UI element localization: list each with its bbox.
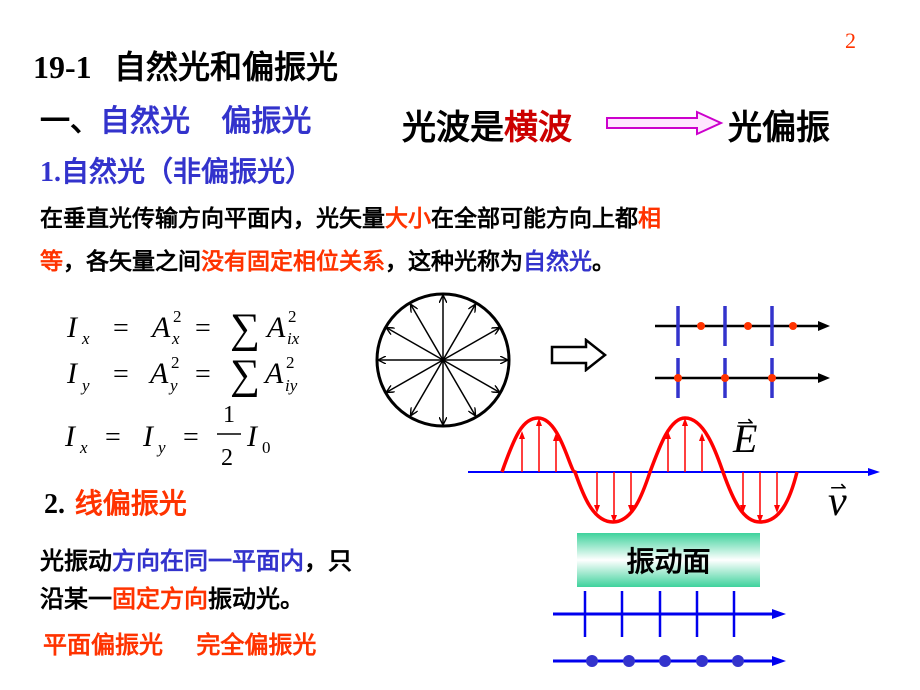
electric-field-label: ⇀ E [733,412,758,461]
subsection-number: 1. [40,157,61,188]
alias-names: 平面偏振光 完全偏振光 [43,625,316,660]
equivalent-arrow-icon [550,338,608,372]
desc-highlight: 相 [638,206,661,232]
desc-text: 在垂直光传输方向平面内，光矢量 [40,206,385,232]
svg-text:x: x [171,329,180,348]
svg-text:y: y [168,376,178,395]
desc-text: 。 [592,249,615,275]
slide-title: 19-1 自然光和偏振光 [33,42,338,88]
linear-desc-line-1: 光振动方向在同一平面内，只 [40,541,352,576]
svg-text:=: = [195,359,211,390]
svg-text:=: = [113,313,129,344]
term-natural-light: 自然光 [100,104,190,139]
desc-text: 在全部可能方向上都 [431,206,638,232]
svg-text:I: I [66,357,79,390]
v-symbol: v [828,479,847,525]
subsection-linear-polarization: 2. 线偏振光 [44,482,187,522]
svg-text:=: = [195,313,211,344]
linear-polarization-wave-diagram [468,416,880,524]
transverse-keyword: 横波 [504,108,572,148]
intensity-formulas: I x = A x 2 = ∑ A ix 2 I y = A y 2 = ∑ A… [64,306,300,471]
transverse-part1: 光波是 [402,108,504,148]
svg-text:0: 0 [262,438,271,457]
vibration-plane-box: 振动面 [577,533,760,587]
svg-text:I: I [64,420,77,453]
velocity-label: ⇀ v [828,477,847,525]
svg-text:A: A [263,357,284,390]
natural-light-decomposition [655,306,830,398]
svg-text:2: 2 [221,445,233,471]
section-heading: 一、自然光 偏振光 [40,96,311,140]
svg-text:∑: ∑ [230,352,260,398]
svg-text:=: = [183,422,199,453]
svg-text:A: A [148,357,169,390]
description-line-1: 在垂直光传输方向平面内，光矢量大小在全部可能方向上都相 [40,199,661,233]
desc-highlight: 方向在同一平面内 [112,547,304,575]
transverse-statement: 光波是横波 [402,100,572,149]
svg-text:ix: ix [287,329,300,348]
linear-polarization-symbols [553,591,786,667]
linear-desc-line-2: 沿某一固定方向振动光。 [40,579,304,614]
desc-text: ，只 [304,547,352,575]
svg-text:y: y [156,438,166,457]
svg-text:2: 2 [171,353,180,372]
subsection-natural-light: 1.自然光（非偏振光） [40,150,313,190]
page-number: 2 [845,28,856,53]
desc-text: ，这种光称为 [385,249,523,275]
desc-highlight: 大小 [385,206,431,232]
description-line-2: 等，各矢量之间没有固定相位关系，这种光称为自然光。 [40,242,615,276]
title-number: 19-1 [33,49,92,85]
alias-plane-polarized: 平面偏振光 [43,631,163,659]
transverse-result: 光偏振 [728,108,830,148]
svg-text:iy: iy [285,376,298,395]
svg-text:2: 2 [173,307,182,326]
svg-text:I: I [246,420,259,453]
term-polarized-light: 偏振光 [221,104,312,139]
desc-highlight: 没有固定相位关系 [201,249,385,275]
svg-text:A: A [265,311,286,344]
desc-text: 光振动 [40,547,112,575]
svg-text:y: y [80,376,90,395]
svg-text:2: 2 [286,353,295,372]
desc-text: ，各矢量之间 [63,249,201,275]
title-text: 自然光和偏振光 [113,48,338,86]
svg-text:A: A [150,311,171,344]
svg-text:x: x [81,329,90,348]
subsection-title: 线偏振光 [74,487,187,520]
svg-text:2: 2 [288,307,297,326]
desc-highlight: 固定方向 [112,585,208,613]
implies-arrow-icon [606,110,724,136]
subsection-number: 2. [44,489,65,520]
desc-highlight: 自然光 [523,249,592,275]
svg-text:=: = [113,359,129,390]
section-prefix: 一、 [40,104,100,139]
desc-text: 沿某一 [40,585,112,613]
e-symbol: E [733,416,758,461]
svg-text:I: I [66,311,79,344]
svg-text:=: = [105,422,121,453]
svg-text:I: I [142,420,155,453]
svg-text:1: 1 [223,402,235,428]
natural-light-vector-diagram [375,292,511,428]
desc-text: 振动光。 [208,585,304,613]
alias-fully-polarized: 完全偏振光 [196,631,317,659]
svg-text:∑: ∑ [230,306,260,352]
svg-text:x: x [79,438,88,457]
subsection-title: 自然光（非偏振光） [61,155,314,188]
vibration-plane-label: 振动面 [626,545,711,578]
desc-highlight: 等 [40,249,63,275]
